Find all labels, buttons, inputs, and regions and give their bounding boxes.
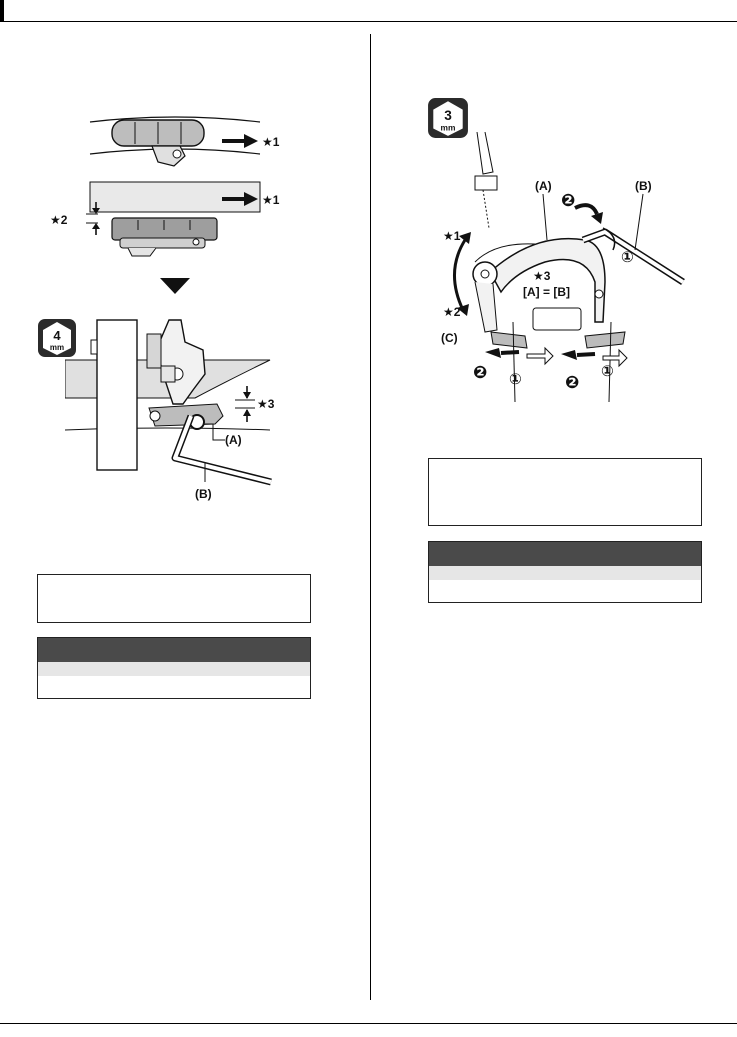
label-c: (C) <box>441 331 458 345</box>
label-a: (A) <box>225 433 242 447</box>
next-step-triangle <box>160 278 190 294</box>
svg-text:mm: mm <box>50 343 64 352</box>
star-label-1b: ★1 <box>262 193 280 207</box>
caliper-adjust-figure: ★3 (A) (B) <box>65 319 275 501</box>
table-row <box>429 580 701 602</box>
star-label-3: ★3 <box>257 397 275 411</box>
header-rule <box>0 21 737 22</box>
hex-wrench-4mm-icon: 4 mm <box>38 319 76 357</box>
step-1-label-right: ① <box>601 363 614 380</box>
equation-label: [A] = [B] <box>523 285 570 299</box>
caliper-centering-figure: (A) (B) ❷ ① ★1 ★3 [A] = [B] ★2 (C) ❷ ① ❷… <box>441 132 685 402</box>
step-2-label: ❷ <box>561 191 575 210</box>
table-row <box>429 566 701 580</box>
table-row <box>38 662 310 676</box>
step-1-label-left: ① <box>509 371 522 388</box>
hex-wrench-3mm-icon: 3 mm <box>428 98 468 138</box>
star-label-1: ★1 <box>262 135 280 149</box>
table-header <box>38 638 310 662</box>
spec-table-right <box>428 541 702 603</box>
label-b-right: (B) <box>635 179 652 193</box>
step-2-label-left: ❷ <box>473 363 487 382</box>
spec-table-left <box>37 637 311 699</box>
star-label-1-right: ★1 <box>443 229 461 243</box>
note-box-right <box>428 458 702 526</box>
label-b: (B) <box>195 487 212 501</box>
footer-rule <box>0 1023 737 1024</box>
star-label-3-right: ★3 <box>533 269 551 283</box>
brake-shoe-top <box>111 119 205 167</box>
caliper-body <box>489 237 606 323</box>
note-box-left <box>37 574 311 623</box>
step-1-label: ① <box>621 249 634 266</box>
shoe-alignment-figure: ★1 ★1 ★2 <box>50 116 280 294</box>
step-2-label-right: ❷ <box>565 373 579 392</box>
rim-curve-top <box>89 116 261 123</box>
table-row <box>38 676 310 698</box>
star-label-2-right: ★2 <box>443 305 461 319</box>
svg-text:mm: mm <box>441 123 456 133</box>
label-a-right: (A) <box>535 179 552 193</box>
column-divider <box>370 34 371 1000</box>
svg-text:4: 4 <box>53 328 61 343</box>
header-mark <box>0 0 4 22</box>
star-label-2: ★2 <box>50 213 68 227</box>
table-header <box>429 542 701 566</box>
hex-wrench <box>171 414 272 486</box>
svg-text:3: 3 <box>444 108 452 123</box>
brake-shoe-bottom <box>111 217 218 257</box>
